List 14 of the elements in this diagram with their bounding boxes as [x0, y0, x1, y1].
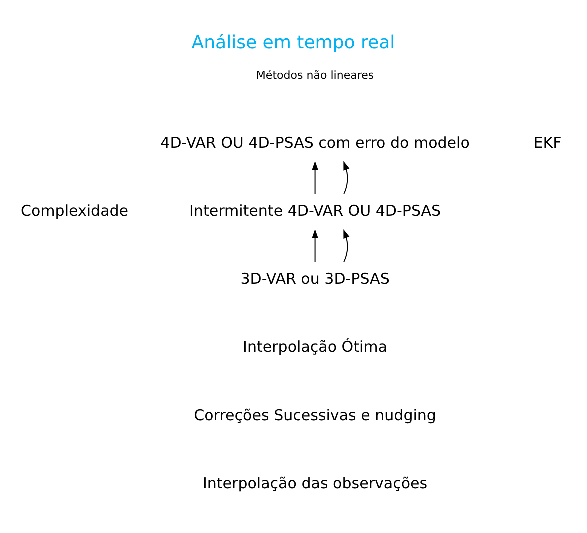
arrow	[312, 161, 318, 194]
label: EKF	[534, 134, 562, 152]
node-text: Intermitente 4D-VAR OU 4D-PSAS	[190, 202, 442, 220]
label: Interpolação Ótima	[243, 338, 388, 356]
diagram-title: Análise em tempo real	[192, 32, 396, 54]
label: Complexidade	[21, 202, 129, 220]
arrow	[312, 229, 318, 263]
label: Métodos não lineares	[256, 68, 374, 82]
arrow	[344, 229, 350, 263]
node-text: 4D-VAR OU 4D-PSAS com erro do modelo	[160, 134, 470, 152]
label: Correções Sucessivas e nudging	[194, 406, 436, 424]
arrow	[344, 161, 350, 194]
label: Interpolação das observações	[202, 474, 428, 492]
node-text: 3D-VAR ou 3D-PSAS	[240, 270, 390, 288]
